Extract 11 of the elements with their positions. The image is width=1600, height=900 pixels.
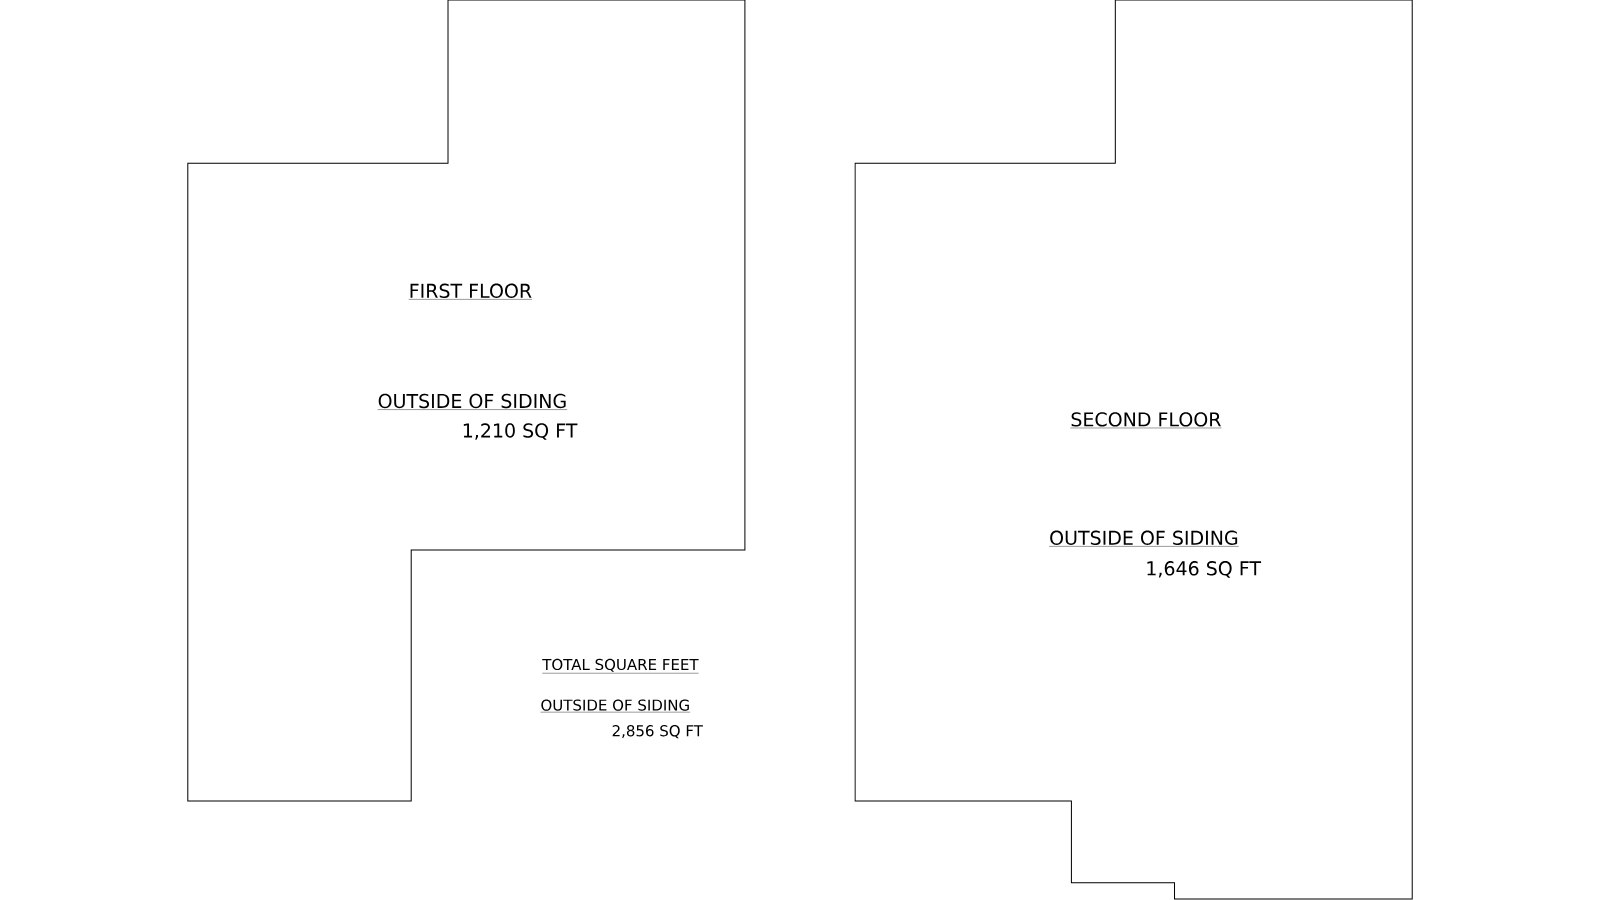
total-label: TOTAL SQUARE FEET	[542, 658, 699, 674]
area-label: 1,646 SQ FT	[1147, 561, 1262, 578]
area-label: 1,210 SQ FT	[463, 423, 578, 440]
area-label: 2,856 SQ FT	[612, 725, 703, 739]
floor-label: OUTSIDE OF SIDING	[1048, 530, 1239, 547]
total-label: OUTSIDE OF SIDING	[540, 699, 691, 713]
floor-label: FIRST FLOOR	[408, 283, 533, 300]
floor-label: OUTSIDE OF SIDING	[377, 393, 568, 410]
floor-outline	[187, 0, 746, 802]
floor-outline	[854, 0, 1413, 900]
floor-label: SECOND FLOOR	[1070, 412, 1222, 429]
